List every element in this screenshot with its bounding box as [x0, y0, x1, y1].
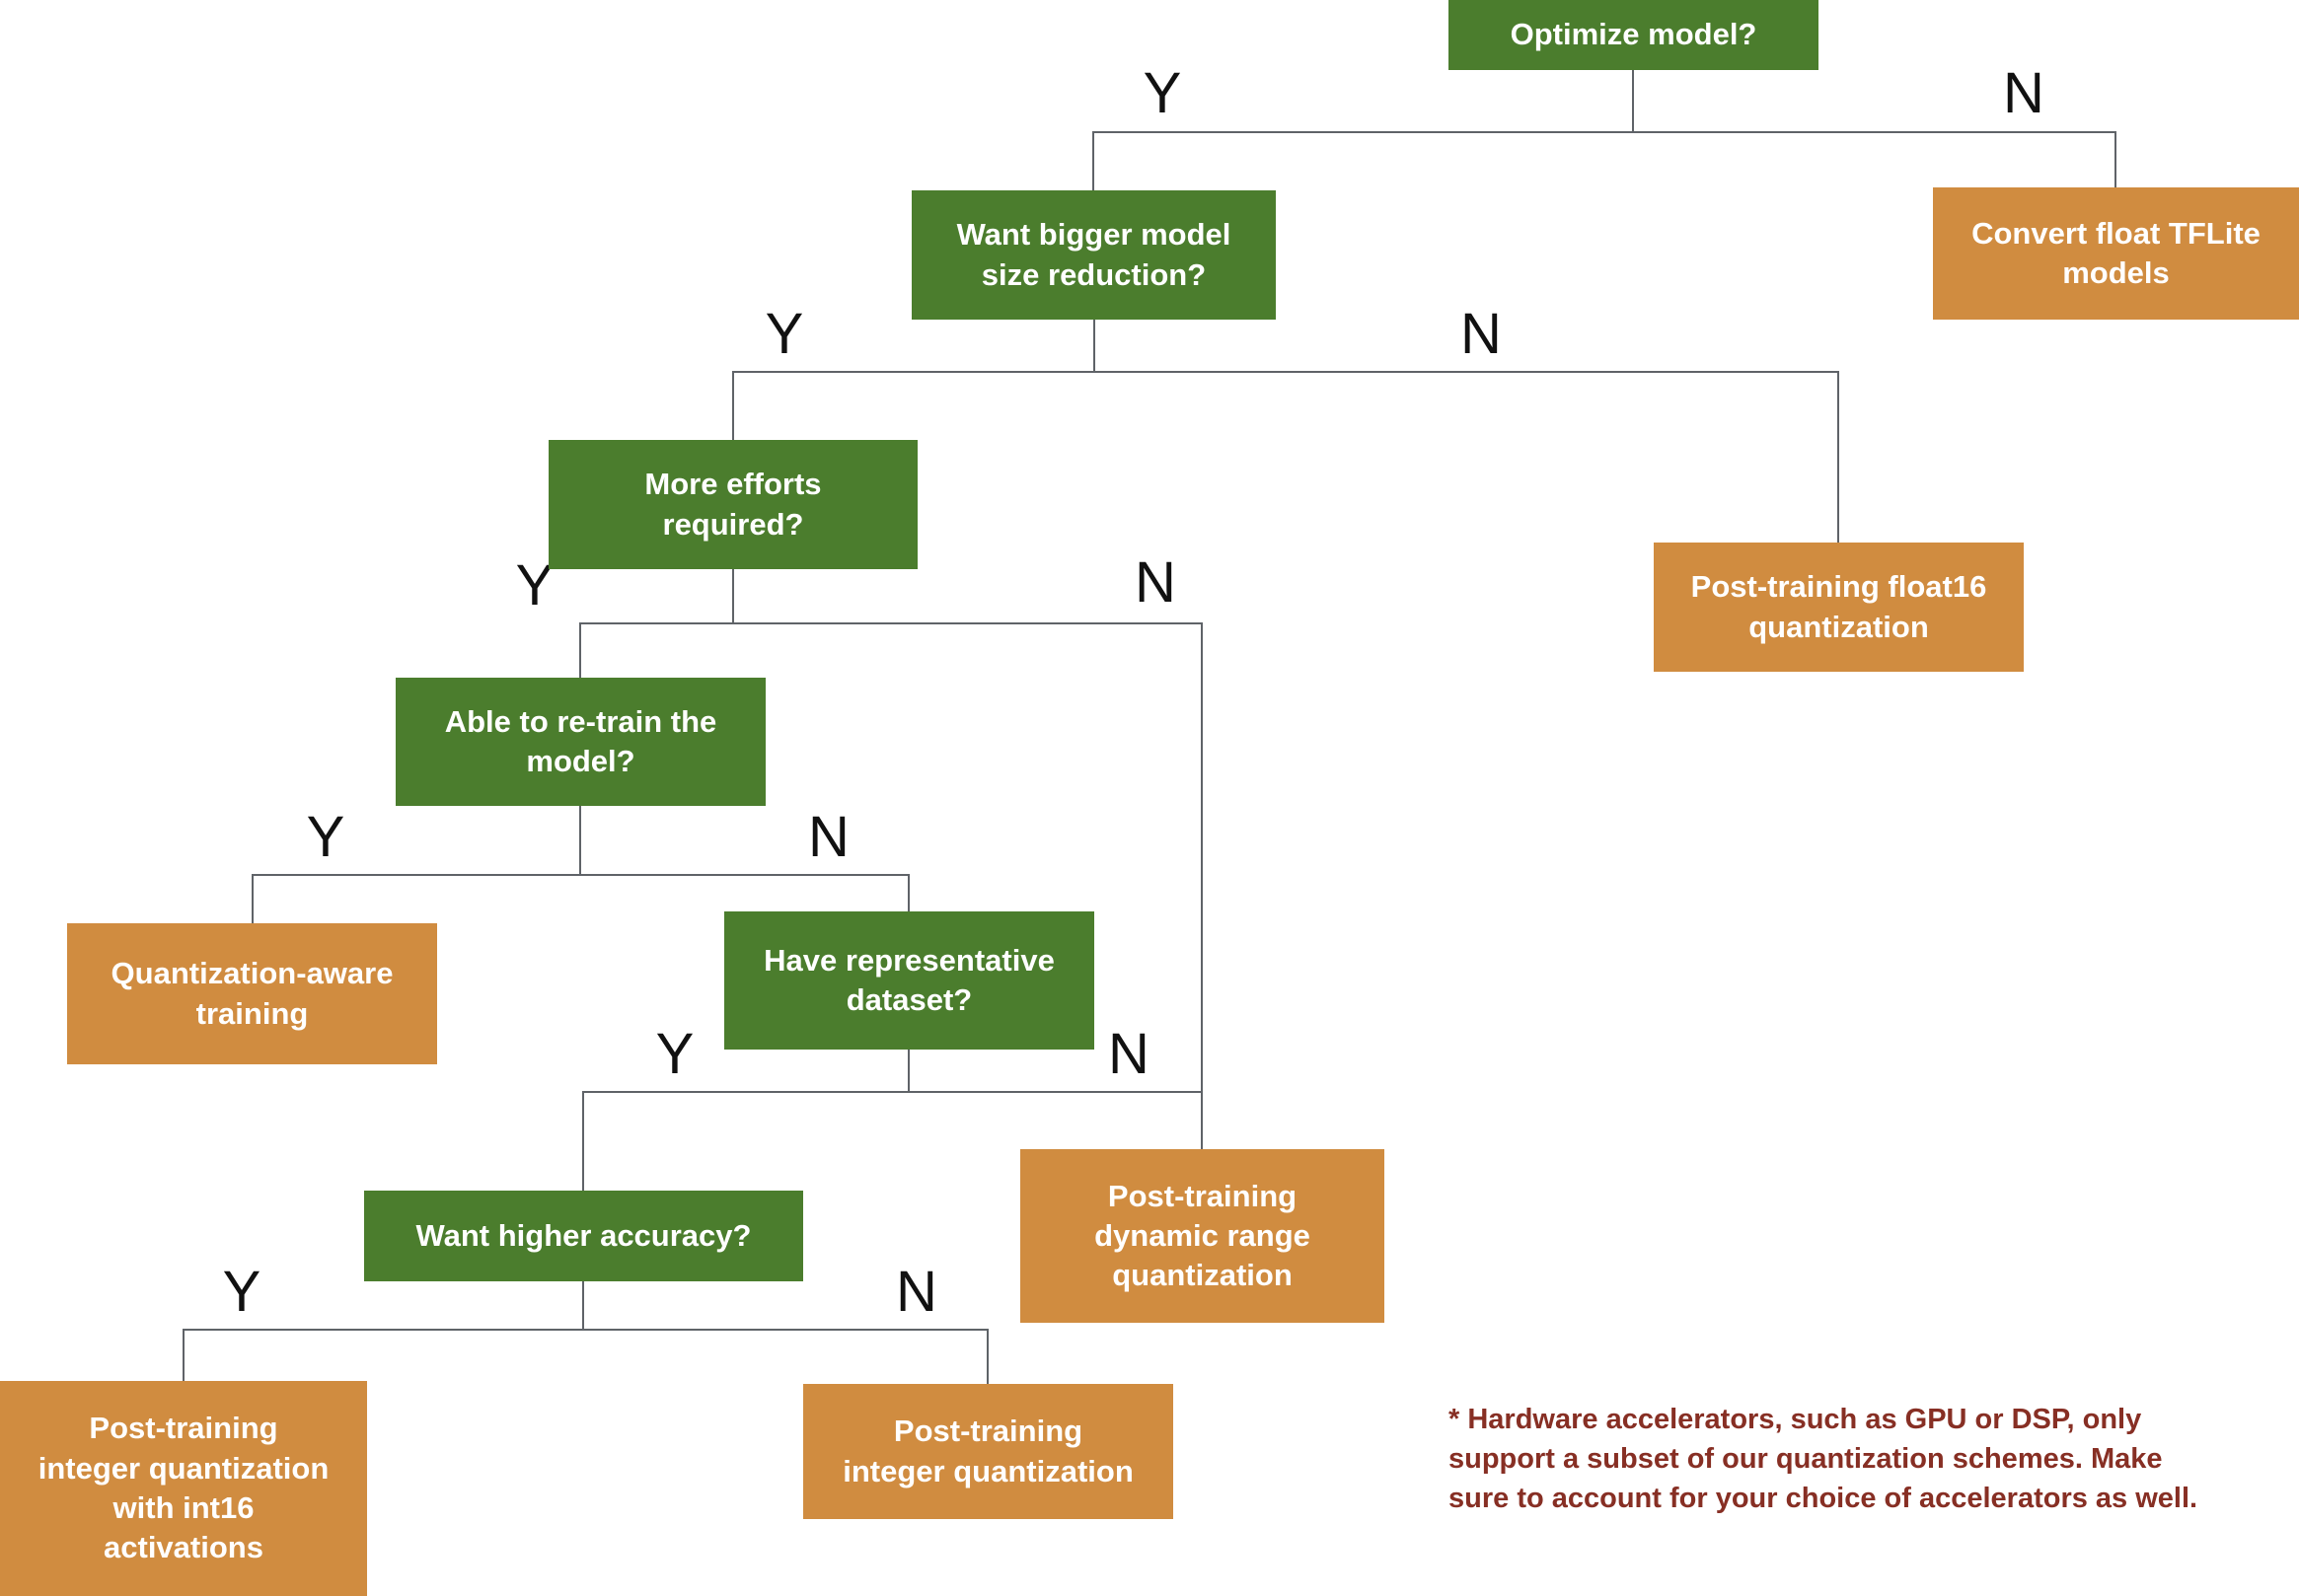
connector-line — [1092, 131, 2116, 133]
connector-line — [2114, 132, 2116, 187]
connector-line — [732, 569, 734, 623]
node-want-bigger-reduction: Want bigger model size reduction? — [912, 190, 1276, 320]
node-convert-float-tflite: Convert float TFLite models — [1933, 187, 2299, 320]
branch-label-yes: Y — [515, 553, 555, 617]
branch-label-yes: Y — [1143, 61, 1182, 125]
connector-line — [183, 1330, 185, 1381]
connector-line — [582, 1281, 584, 1330]
branch-label-yes: Y — [222, 1260, 261, 1324]
connector-line — [579, 806, 581, 875]
connector-line — [582, 1092, 584, 1191]
connector-line — [1092, 132, 1094, 190]
node-float16-quantization: Post-training float16 quantization — [1654, 543, 2024, 672]
branch-label-no: N — [2003, 61, 2044, 125]
node-quantization-aware-training: Quantization-aware training — [67, 923, 437, 1064]
node-optimize-model: Optimize model? — [1448, 0, 1818, 70]
connector-line — [1201, 623, 1203, 1149]
connector-line — [582, 1091, 1203, 1093]
node-want-higher-accuracy: Want higher accuracy? — [364, 1191, 803, 1281]
connector-line — [1632, 70, 1634, 132]
connector-line — [987, 1330, 989, 1384]
node-integer-quantization-int16: Post-training integer quantization with … — [0, 1381, 367, 1596]
connector-line — [1093, 320, 1095, 372]
branch-label-yes: Y — [306, 805, 345, 869]
branch-label-yes: Y — [655, 1022, 695, 1086]
connector-line — [732, 372, 734, 440]
branch-label-no: N — [1135, 550, 1176, 615]
connector-line — [252, 875, 254, 923]
node-representative-dataset: Have representative dataset? — [724, 911, 1094, 1050]
node-dynamic-range-quantization: Post-training dynamic range quantization — [1020, 1149, 1384, 1323]
branch-label-yes: Y — [765, 302, 804, 366]
connector-line — [1837, 372, 1839, 543]
branch-label-no: N — [896, 1260, 937, 1324]
node-able-to-retrain: Able to re-train the model? — [396, 678, 766, 806]
connector-line — [579, 623, 581, 678]
connector-line — [908, 1050, 910, 1092]
connector-line — [908, 875, 910, 911]
connector-line — [732, 371, 1839, 373]
footnote: * Hardware accelerators, such as GPU or … — [1448, 1404, 2198, 1515]
branch-label-no: N — [1460, 302, 1502, 366]
branch-label-no: N — [808, 805, 850, 869]
node-integer-quantization: Post-training integer quantization — [803, 1384, 1173, 1519]
connector-line — [252, 874, 910, 876]
node-more-efforts: More efforts required? — [549, 440, 918, 569]
connector-line — [183, 1329, 989, 1331]
branch-label-no: N — [1108, 1022, 1150, 1086]
connector-line — [579, 622, 1203, 624]
